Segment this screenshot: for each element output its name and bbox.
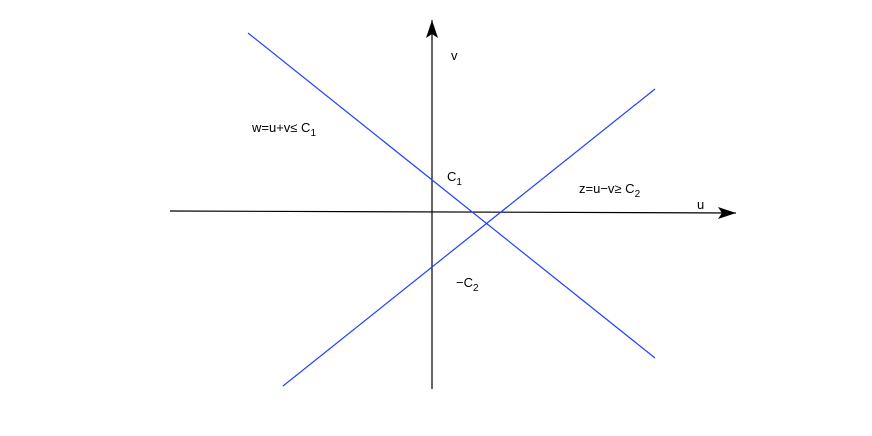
u-axis-arrowhead bbox=[718, 207, 736, 219]
v-axis-arrowhead bbox=[426, 20, 438, 38]
z-line-label-sub: 2 bbox=[635, 189, 641, 200]
w-line-label: w=u+v≤ C1 bbox=[251, 120, 316, 139]
c1-intercept-label: C1 bbox=[447, 169, 462, 188]
z-line-label: z=u−v≥ C2 bbox=[579, 181, 641, 200]
u-axis-label: u bbox=[697, 197, 704, 212]
v-axis-label: v bbox=[451, 48, 458, 63]
u-axis bbox=[169, 210, 737, 214]
neg-c2-sub: 2 bbox=[473, 283, 479, 294]
neg-c2-intercept-label: −C2 bbox=[456, 275, 479, 294]
neg-c2-main: −C bbox=[456, 275, 473, 290]
z-constraint-line bbox=[282, 88, 656, 387]
c1-sub: 1 bbox=[456, 177, 462, 188]
w-line-label-sub: 1 bbox=[310, 128, 316, 139]
w-constraint-line bbox=[247, 32, 656, 359]
c1-main: C bbox=[447, 169, 456, 184]
w-line-label-main: w=u+v≤ C bbox=[251, 120, 310, 135]
z-line-label-main: z=u−v≥ C bbox=[579, 181, 635, 196]
